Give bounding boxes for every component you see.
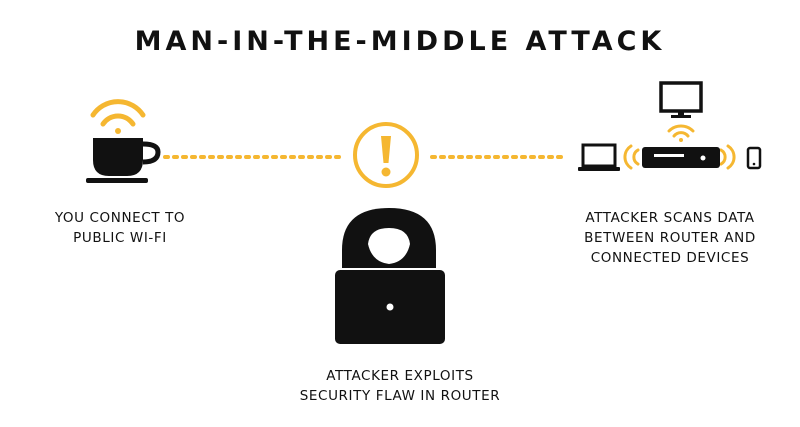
coffee-cup-icon: [86, 138, 161, 183]
wifi-icon: [667, 124, 695, 142]
monitor-icon: [659, 81, 703, 118]
caption-exploit-router: ATTACKER EXPLOITS SECURITY FLAW IN ROUTE…: [299, 368, 501, 404]
laptop-icon: [578, 143, 620, 171]
caption-connect-wifi: YOU CONNECT TO PUBLIC WI-FI: [54, 210, 186, 246]
wifi-icon: [90, 99, 146, 134]
warning-icon: [353, 122, 419, 188]
hacker-icon: [342, 208, 436, 268]
diagram-title: MAN-IN-THE-MIDDLE ATTACK: [134, 26, 666, 57]
caption-scan-data: ATTACKER SCANS DATA BETWEEN ROUTER AND C…: [584, 210, 756, 266]
wifi-icon: [623, 144, 736, 170]
router-icon: [642, 147, 720, 168]
phone-icon: [746, 146, 762, 170]
laptop-icon: [335, 270, 445, 344]
